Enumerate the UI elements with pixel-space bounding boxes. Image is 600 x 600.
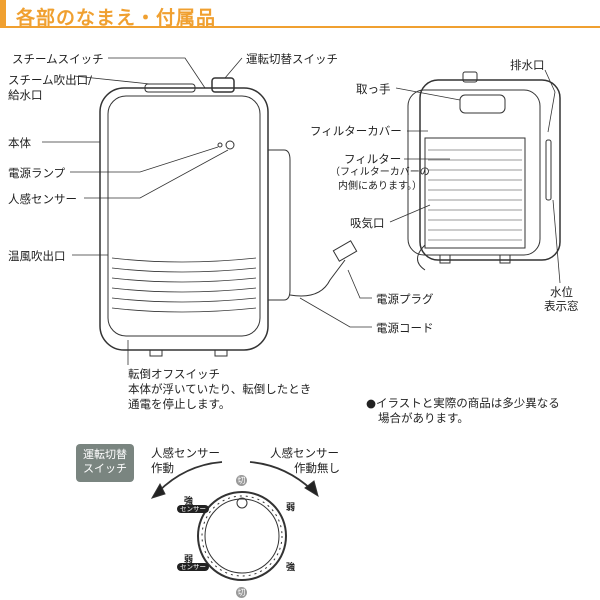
label-drain: 排水口 bbox=[510, 58, 545, 72]
badge-line-1: 運転切替 bbox=[83, 448, 127, 461]
filter-note-1: （フィルターカバーの bbox=[330, 167, 430, 178]
label-intake: 吸気口 bbox=[350, 216, 385, 230]
label-water-level-2: 表示窓 bbox=[544, 299, 579, 313]
label-power-lamp: 電源ランプ bbox=[8, 166, 66, 180]
header-accent-bar bbox=[0, 0, 6, 28]
label-mode-switch: 運転切替スイッチ bbox=[246, 52, 338, 66]
label-power-plug: 電源プラグ bbox=[376, 292, 434, 306]
label-steam-outlet: スチーム吹出口/ bbox=[8, 73, 93, 87]
tip-switch-desc-1: 本体が浮いていたり、転倒したとき bbox=[128, 382, 312, 396]
label-filter: フィルター bbox=[344, 152, 402, 166]
right-arrow-label-1: 人感センサー bbox=[270, 446, 339, 460]
note-line-1: ●イラストと実際の商品は多少異なる bbox=[366, 396, 560, 410]
dial-strong-sensor: 強 bbox=[184, 497, 194, 507]
label-motion-sensor: 人感センサー bbox=[8, 192, 77, 206]
front-heater-drawing bbox=[99, 77, 358, 357]
label-body: 本体 bbox=[8, 136, 31, 150]
label-steam-switch: スチームスイッチ bbox=[12, 52, 104, 66]
section-header: 各部のなまえ・付属品 bbox=[0, 0, 600, 29]
badge-line-2: スイッチ bbox=[83, 462, 127, 475]
label-handle: 取っ手 bbox=[356, 82, 391, 96]
dial-weak-sensor-tag: センサー bbox=[177, 563, 209, 571]
left-arrow-label-2: 作動 bbox=[151, 461, 174, 475]
label-filter-cover: フィルターカバー bbox=[310, 124, 402, 138]
label-warm-air-outlet: 温風吹出口 bbox=[8, 249, 66, 263]
right-arrow-label-2: 作動無し bbox=[294, 461, 340, 475]
label-power-cord: 電源コード bbox=[376, 321, 434, 335]
mode-switch-badge: 運転切替スイッチ bbox=[76, 444, 134, 482]
label-water-inlet: 給水口 bbox=[8, 88, 43, 102]
dial-strong-sensor-tag: センサー bbox=[177, 505, 209, 513]
page-title: 各部のなまえ・付属品 bbox=[16, 7, 217, 29]
label-water-level-1: 水位 bbox=[550, 285, 573, 299]
tip-switch-desc-2: 通電を停止します。 bbox=[128, 397, 231, 411]
left-arrow-label-1: 人感センサー bbox=[151, 446, 220, 460]
dial-off-top: 切 bbox=[236, 475, 247, 486]
dial-strong: 強 bbox=[286, 563, 296, 573]
filter-note-2: 内側にあります。） bbox=[338, 181, 422, 192]
mode-dial-drawing bbox=[150, 461, 319, 581]
dial-off-bottom: 切 bbox=[236, 587, 247, 598]
label-tip-switch: 転倒オフスイッチ bbox=[128, 367, 220, 381]
back-heater-drawing bbox=[407, 71, 561, 271]
note-line-2: 場合があります。 bbox=[378, 411, 469, 425]
dial-weak-sensor: 弱 bbox=[184, 555, 194, 565]
dial-weak: 弱 bbox=[286, 503, 296, 513]
